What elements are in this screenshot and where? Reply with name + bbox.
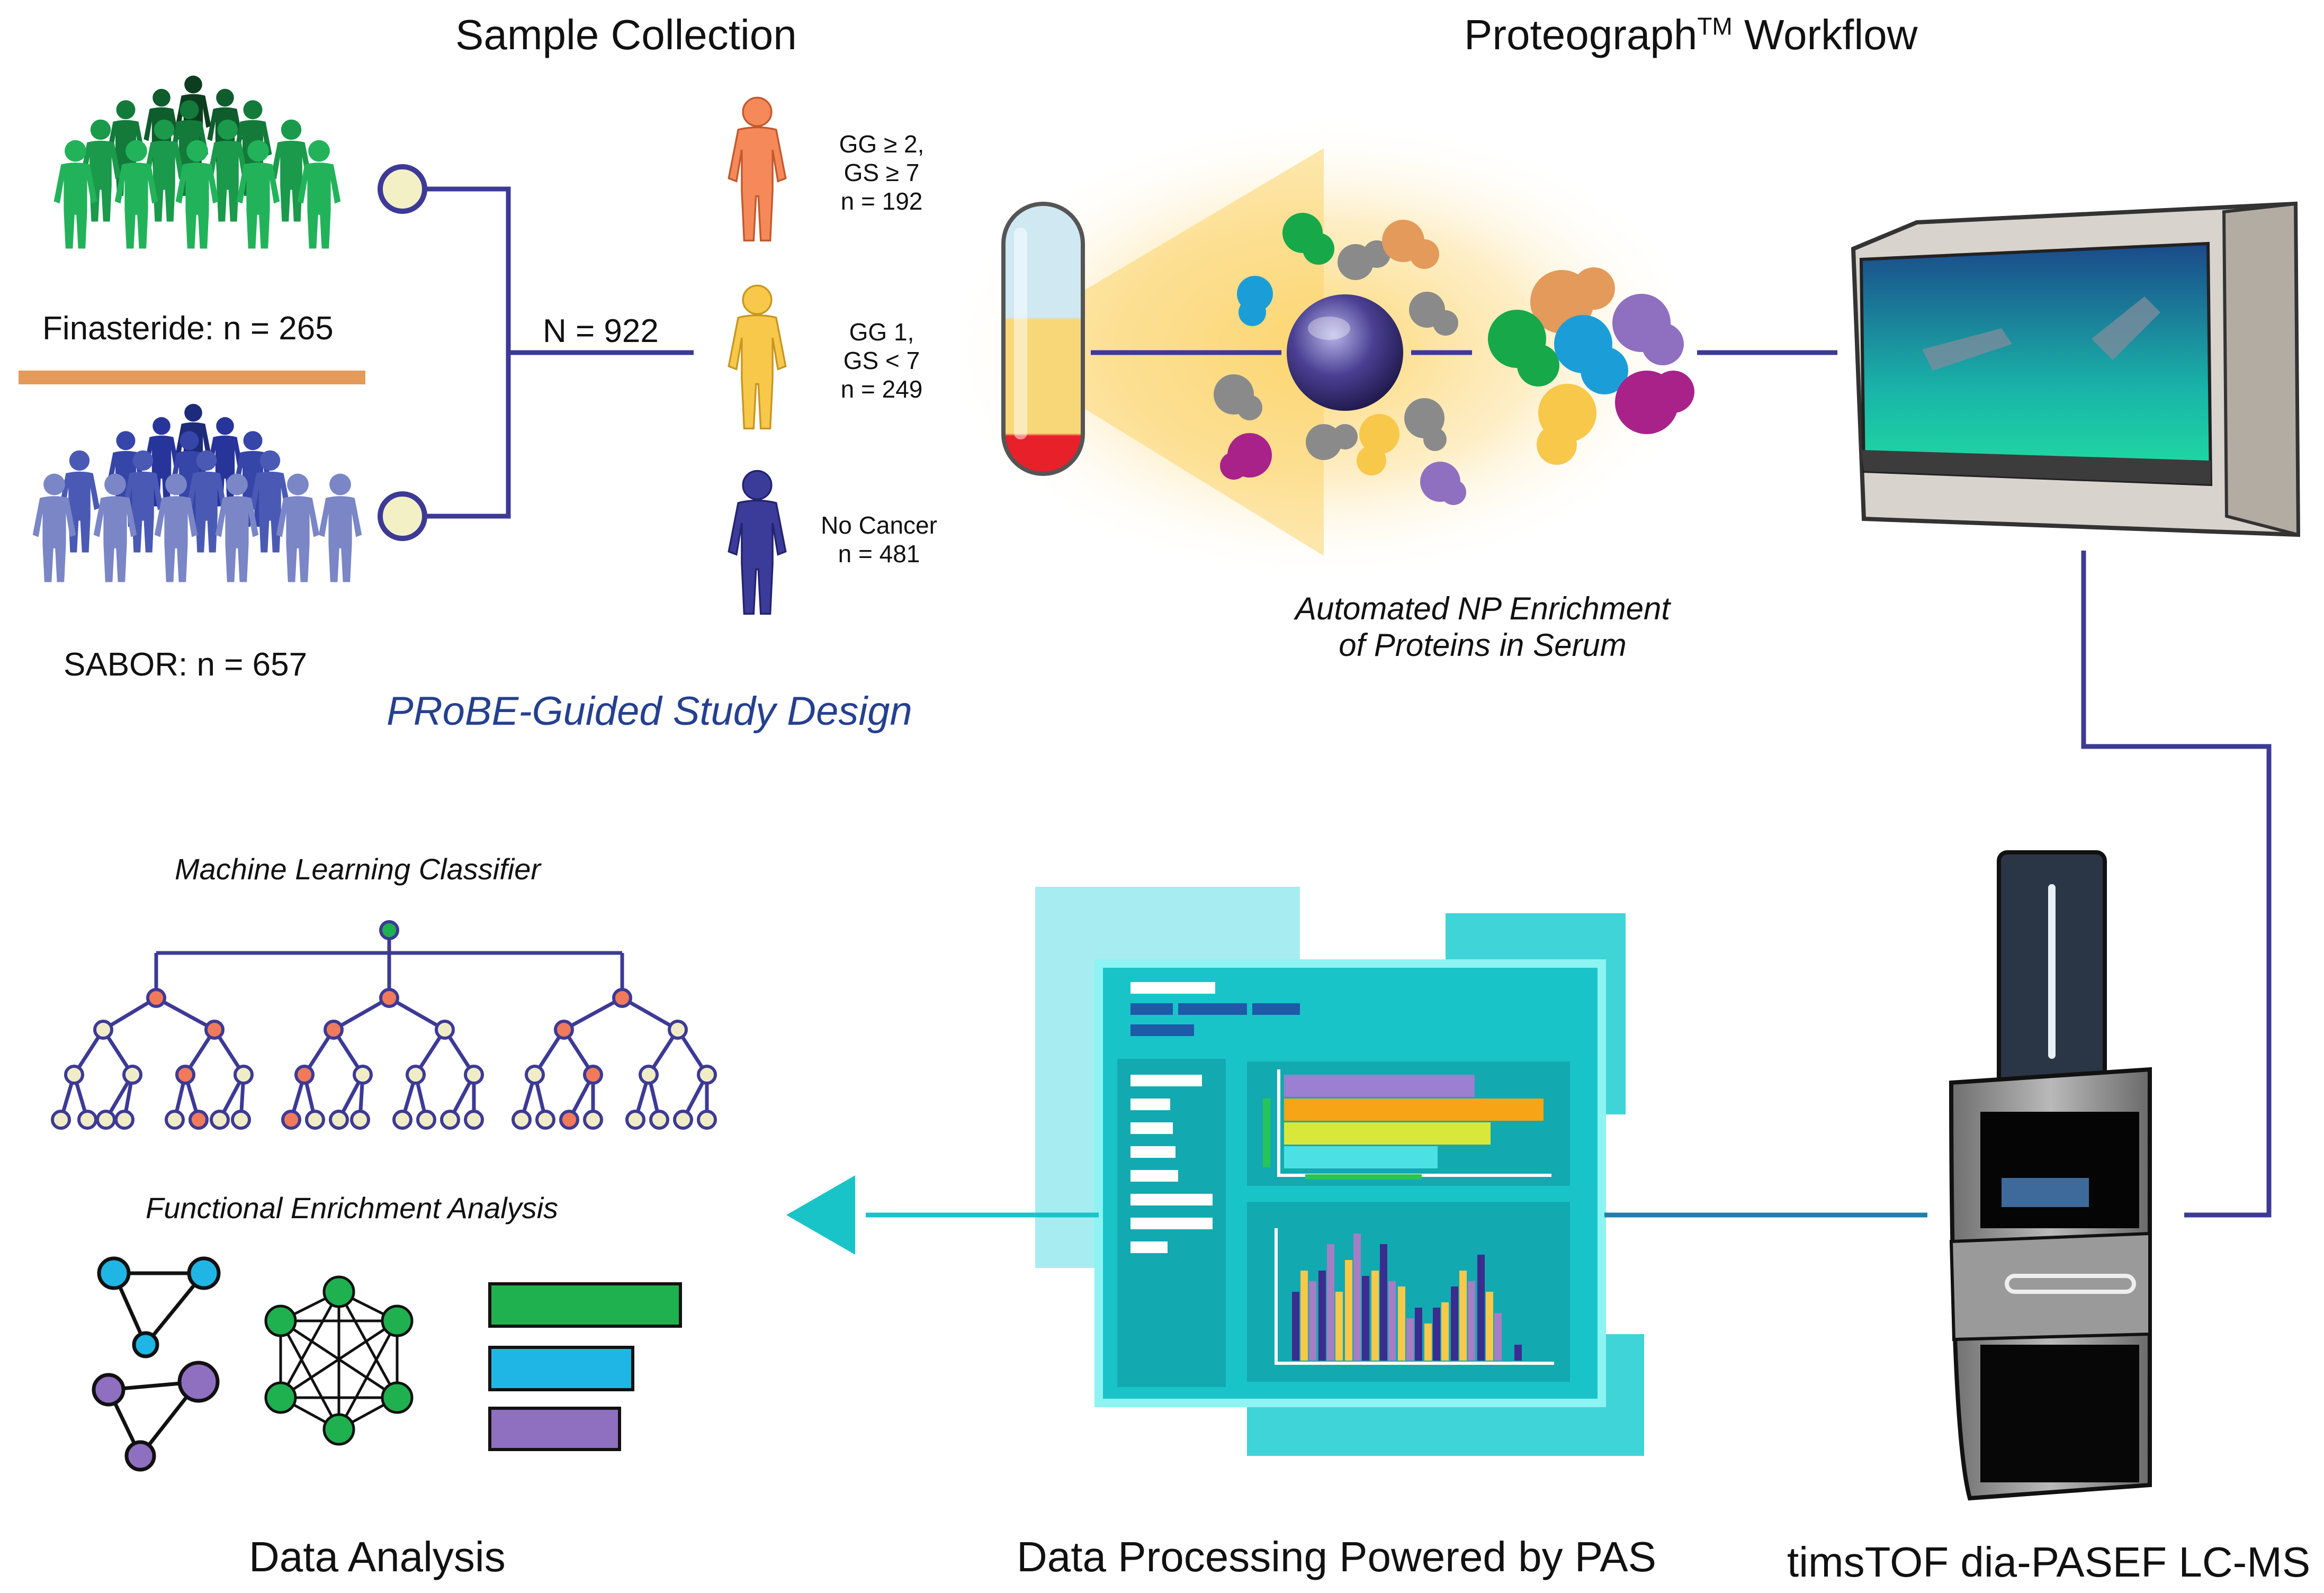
finasteride-crowd-icon (53, 75, 341, 249)
divider-bar (19, 371, 365, 384)
sabor-label: SABOR: n = 657 (64, 646, 308, 683)
mass-spec-icon (1949, 850, 2152, 1501)
group-high-grade-label: GG ≥ 2, GS ≥ 7 n = 192 (815, 130, 948, 215)
ml-classifier-label: Machine Learning Classifier (175, 852, 541, 886)
group-high-grade-line1: GG ≥ 2, (839, 130, 925, 158)
section-title-lcms: timsTOF dia-PASEF LC-MS (1787, 1538, 2311, 1586)
workflow-title-main: Proteograph (1464, 11, 1698, 58)
instrument-connector (2081, 551, 2272, 1218)
arrow-left-icon (786, 1175, 855, 1255)
free-proteins-icon (1214, 213, 1466, 505)
section-title-workflow: ProteographTM Workflow (1464, 11, 1917, 59)
group-no-cancer-line1: No Cancer (821, 511, 937, 539)
total-count-label: N = 922 (543, 313, 659, 349)
study-design-label: PRoBE-Guided Study Design (387, 689, 912, 734)
enrichment-caption: Automated NP Enrichment of Proteins in S… (1260, 590, 1705, 663)
workflow-title-suffix: Workflow (1744, 11, 1918, 58)
enrichment-line2: of Proteins in Serum (1339, 627, 1627, 663)
group-low-grade-line3: n = 249 (840, 375, 923, 403)
instrument-icon (1851, 201, 2301, 537)
cohort-connector (426, 186, 694, 519)
dashboard-icon (1035, 887, 1644, 1456)
group-high-grade-line3: n = 192 (840, 187, 923, 215)
section-title-sample-collection: Sample Collection (455, 11, 797, 58)
fea-label: Functional Enrichment Analysis (146, 1191, 559, 1225)
enrichment-line1: Automated NP Enrichment (1295, 591, 1671, 626)
hub-network-icon (264, 1275, 414, 1446)
group-high-grade-line2: GS ≥ 7 (844, 159, 920, 186)
sabor-crowd-icon (32, 403, 362, 582)
group-low-grade-line2: GS < 7 (843, 347, 920, 374)
section-title-data-processing: Data Processing Powered by PAS (1017, 1533, 1657, 1580)
decision-tree-icon (59, 934, 709, 1121)
group-low-grade-label: GG 1, GS < 7 n = 249 (815, 318, 948, 403)
group-low-grade-line1: GG 1, (849, 318, 914, 346)
person-icon-no-cancer (729, 471, 786, 614)
person-icon-low-grade (729, 285, 786, 428)
trademark-mark: TM (1697, 12, 1733, 40)
group-no-cancer-label: No Cancer n = 481 (805, 511, 953, 568)
protein-corona-icon (1488, 267, 1694, 465)
group-no-cancer-line2: n = 481 (838, 540, 920, 568)
nanoparticle-icon (1287, 294, 1403, 411)
test-tube-icon (1001, 202, 1085, 476)
sabor-node (378, 491, 427, 541)
bar-chart-icon (488, 1282, 682, 1451)
section-title-data-analysis: Data Analysis (249, 1533, 506, 1580)
finasteride-node (378, 164, 427, 214)
person-icon-high-grade (729, 97, 786, 240)
finasteride-label: Finasteride: n = 265 (42, 310, 334, 347)
tree-nodes (51, 920, 717, 1130)
network-icon (92, 1256, 221, 1472)
histogram-bars (1292, 1234, 1522, 1361)
